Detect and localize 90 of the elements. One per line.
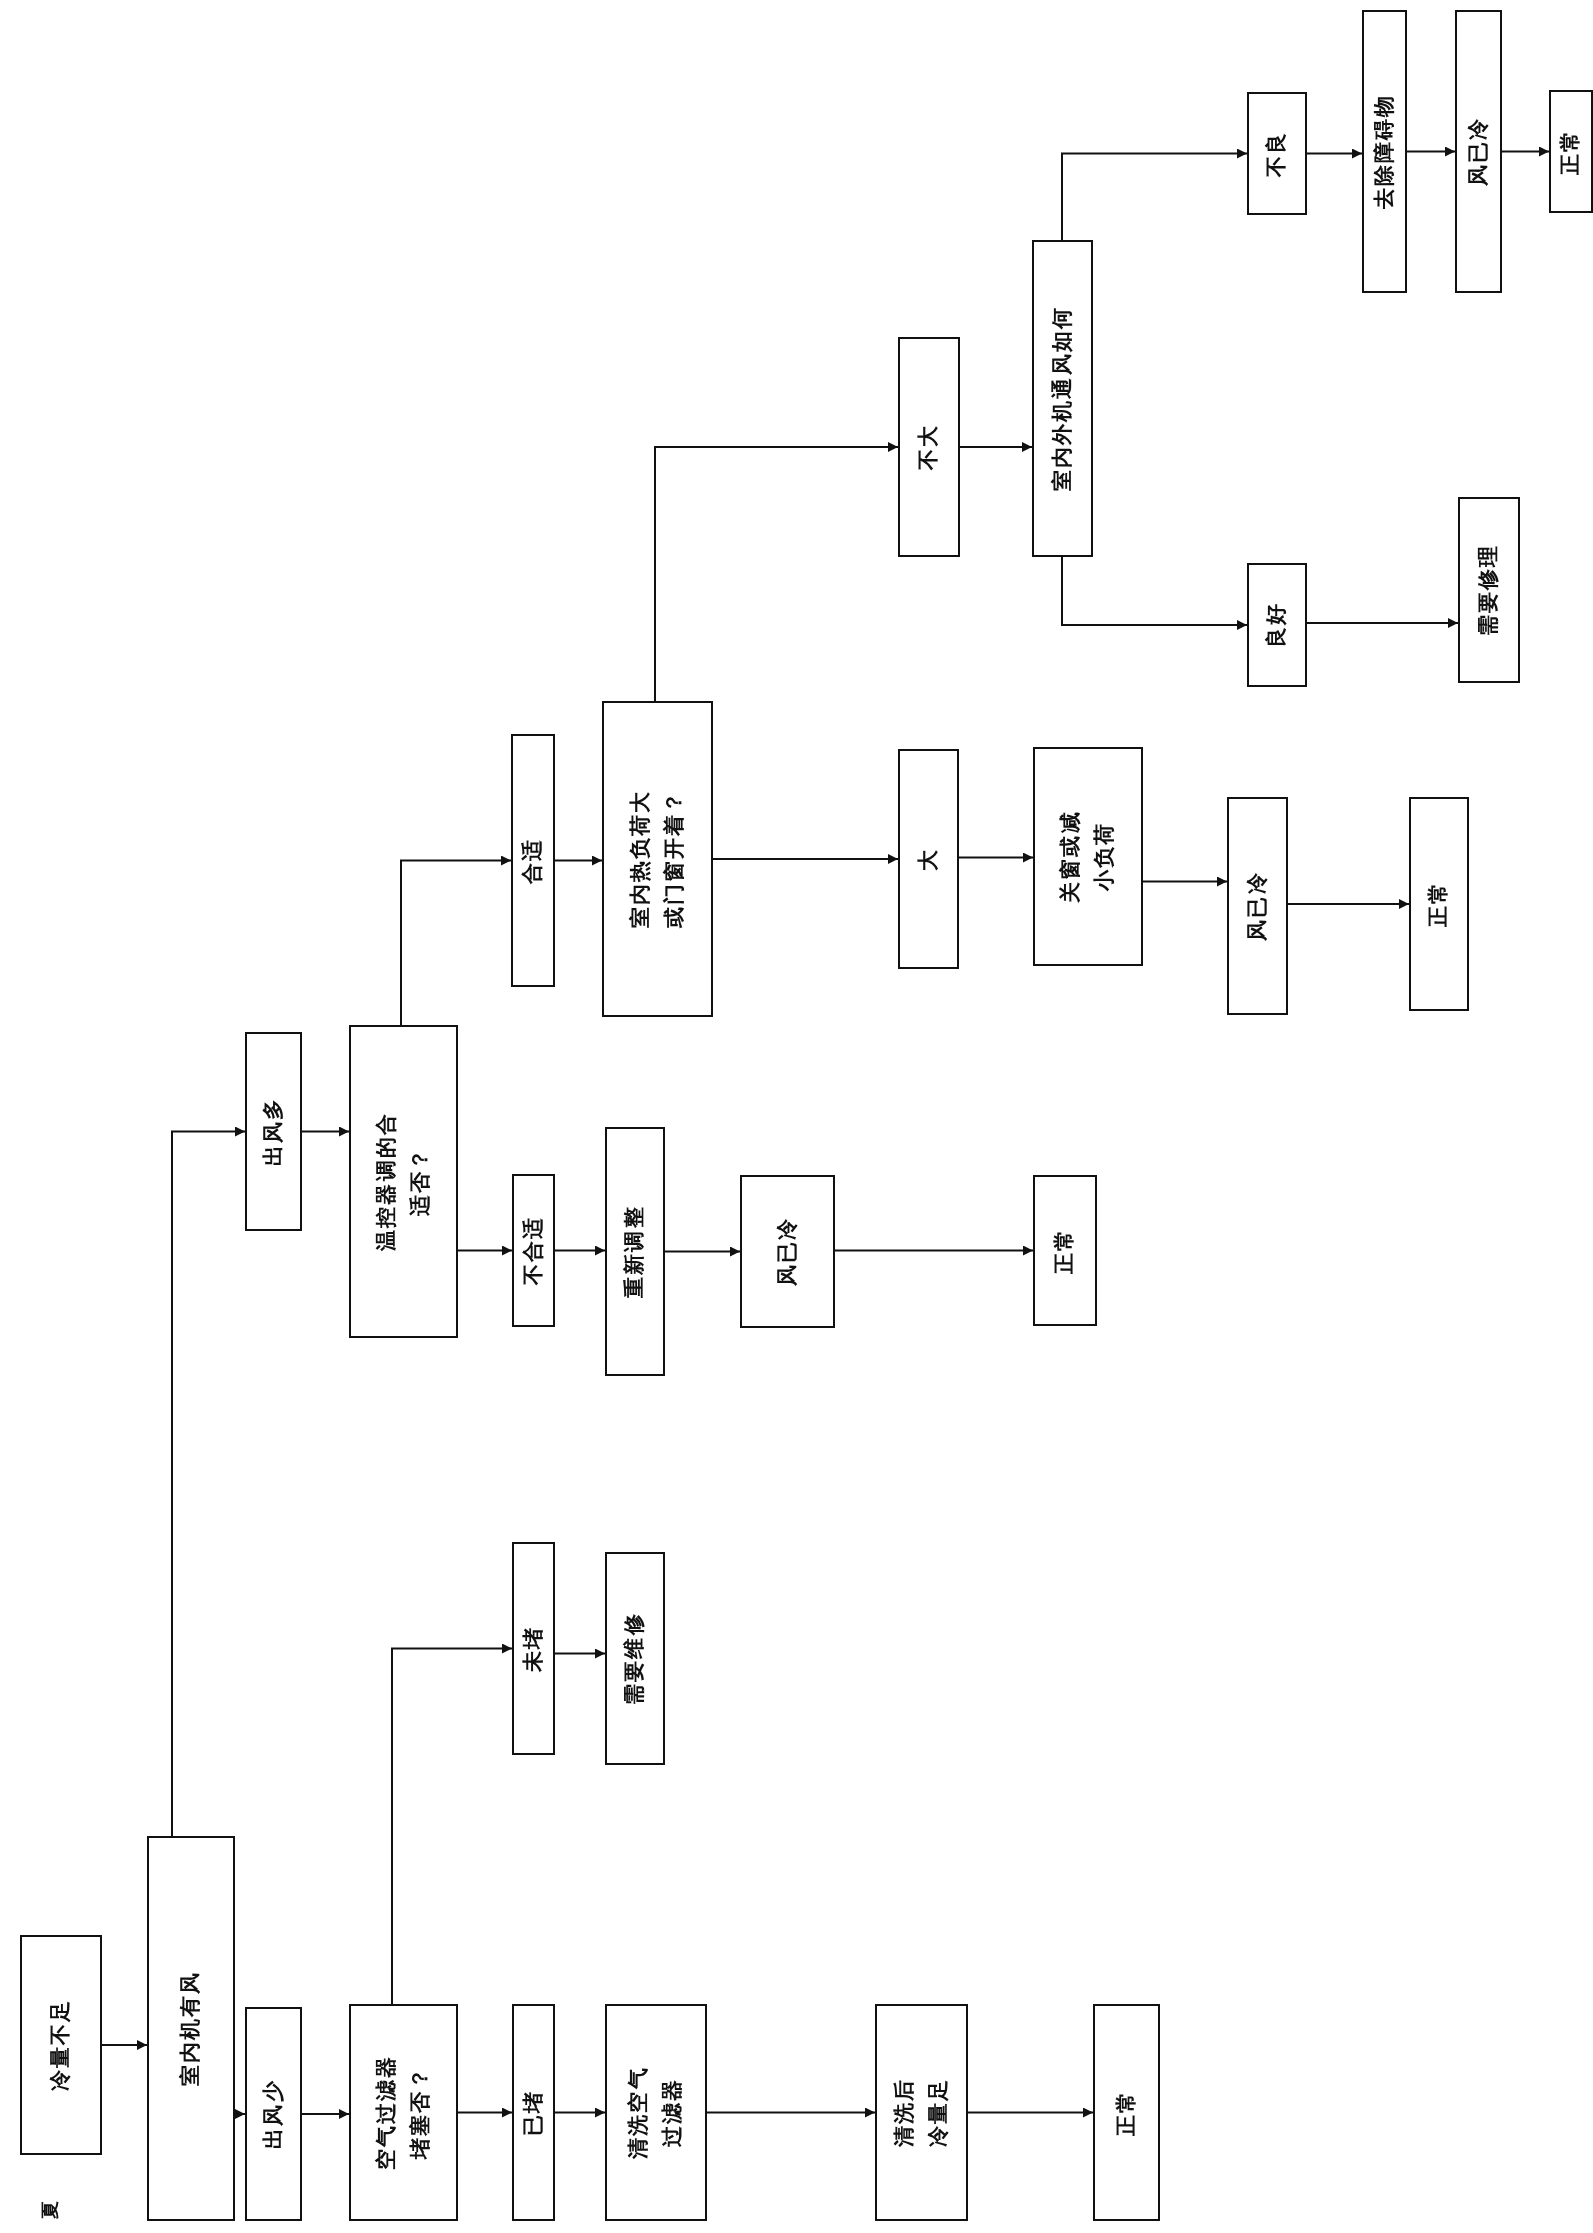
step-text: 室内热负荷大或门窗开着？ — [626, 789, 687, 929]
arrow — [1142, 876, 1228, 887]
step-text: 空气过滤器堵塞否？ — [372, 2054, 433, 2171]
arrow — [958, 852, 1034, 863]
process-box — [512, 1542, 555, 1755]
arrow — [1306, 148, 1363, 159]
step-text: 冷量不足 — [47, 1998, 74, 2092]
process-box — [605, 1552, 665, 1765]
step-text: 风已冷 — [773, 1216, 800, 1287]
arrow — [301, 1126, 350, 1137]
process-box — [1409, 797, 1469, 1011]
arrow — [457, 1245, 513, 1256]
arrow — [1061, 148, 1248, 241]
step-text: 正常 — [1425, 880, 1452, 928]
arrow — [234, 2109, 246, 2119]
step-text: 合适 — [519, 837, 546, 884]
arrow — [101, 2040, 148, 2050]
step-text: 正常 — [1112, 2089, 1139, 2136]
process-box — [898, 749, 959, 969]
arrow — [654, 442, 899, 702]
process-box — [1032, 240, 1093, 557]
process-box — [1455, 10, 1502, 293]
process-box — [147, 1836, 235, 2221]
arrow — [554, 1245, 606, 1256]
arrow — [1406, 146, 1456, 157]
process-box — [1227, 797, 1288, 1015]
step-text: 正常 — [1051, 1227, 1078, 1274]
process-box — [512, 1174, 555, 1327]
step-text: 温控器调的合适否？ — [372, 1112, 433, 1251]
step-text: 大 — [914, 847, 941, 871]
step-text: 出风多 — [259, 1096, 286, 1167]
step-text: 未堵 — [519, 1625, 546, 1672]
process-box — [245, 2007, 302, 2221]
step-text: 去除障碍物 — [1370, 93, 1397, 210]
step-text: 不大 — [915, 423, 942, 471]
step-text: 不合适 — [519, 1215, 546, 1286]
process-box — [1549, 90, 1593, 213]
process-box — [349, 2004, 458, 2221]
process-box — [20, 1935, 102, 2155]
arrow — [706, 2107, 876, 2118]
step-text: 良好 — [1263, 601, 1290, 649]
process-box — [1033, 747, 1143, 966]
arrow — [391, 1643, 513, 2005]
process-box — [349, 1025, 458, 1338]
arrow — [834, 1245, 1034, 1256]
arrow — [457, 2107, 513, 2118]
step-text: 已堵 — [519, 2089, 546, 2136]
step-text: 清洗后冷量足 — [890, 2076, 951, 2149]
process-box — [602, 701, 713, 1017]
process-box — [1362, 10, 1407, 293]
process-box — [1033, 1175, 1097, 1326]
process-box — [1458, 497, 1520, 683]
arrow — [1306, 618, 1459, 628]
process-box — [511, 734, 555, 987]
step-text: 需要修理 — [1475, 543, 1502, 637]
step-text: 需要维修 — [621, 1612, 648, 1705]
step-text: 风已冷 — [1243, 871, 1270, 941]
note-text: 夏 — [38, 2201, 61, 2219]
step-text: 关窗或减小负荷 — [1057, 810, 1117, 903]
arrow — [712, 854, 899, 864]
step-text: 室内机有风 — [177, 1970, 204, 2087]
arrow — [554, 855, 603, 866]
arrow — [400, 855, 512, 1026]
step-text: 清洗空气过滤器 — [625, 2065, 685, 2160]
process-box — [1247, 563, 1307, 687]
arrow — [1287, 899, 1410, 909]
process-box — [605, 2004, 707, 2221]
arrow — [1501, 146, 1550, 157]
arrow — [554, 1648, 606, 1659]
step-text: 风已冷 — [1464, 116, 1491, 187]
arrow — [664, 1246, 741, 1257]
process-box — [740, 1175, 835, 1328]
process-box — [245, 1032, 302, 1231]
arrow — [959, 442, 1033, 452]
process-box — [605, 1127, 665, 1376]
step-text: 重新调整 — [621, 1205, 648, 1298]
arrow — [554, 2107, 606, 2118]
arrow — [967, 2107, 1094, 2118]
step-text: 室内外机通风如何 — [1048, 306, 1075, 491]
arrow — [301, 2109, 350, 2119]
process-box — [898, 337, 960, 557]
process-box — [512, 2004, 555, 2221]
process-box — [875, 2004, 968, 2221]
arrow — [171, 1126, 246, 1837]
process-box — [1093, 2004, 1160, 2221]
step-text: 不良 — [1263, 130, 1290, 177]
arrow — [1061, 556, 1248, 630]
step-text: 出风少 — [259, 2079, 286, 2149]
step-text: 正常 — [1557, 128, 1584, 175]
process-box — [1247, 92, 1307, 215]
